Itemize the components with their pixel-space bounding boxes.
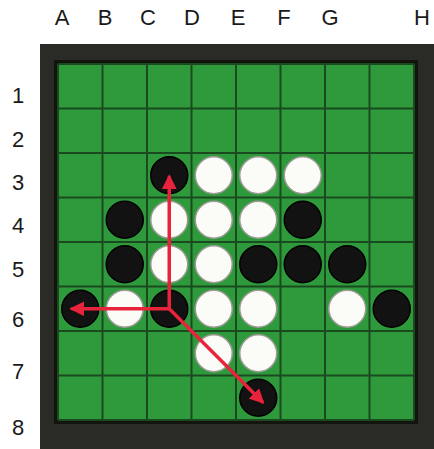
white-disc bbox=[195, 157, 232, 194]
grid-line bbox=[58, 63, 414, 65]
grid-line bbox=[58, 108, 414, 110]
white-disc bbox=[195, 290, 232, 327]
black-disc bbox=[373, 290, 410, 327]
row-label: 5 bbox=[12, 259, 24, 281]
flip-arrow bbox=[168, 177, 172, 309]
board-frame bbox=[40, 44, 434, 449]
row-label: 7 bbox=[12, 361, 24, 383]
white-disc bbox=[284, 157, 321, 194]
column-label: G bbox=[321, 7, 338, 29]
black-disc bbox=[106, 246, 143, 283]
grid-line bbox=[58, 419, 414, 421]
row-label: 2 bbox=[12, 129, 24, 151]
column-label: C bbox=[140, 7, 156, 29]
grid-line bbox=[58, 286, 414, 288]
white-disc bbox=[240, 290, 277, 327]
row-label: 3 bbox=[12, 172, 24, 194]
board-inner-edge bbox=[54, 60, 418, 424]
row-label: 8 bbox=[12, 417, 24, 439]
white-disc bbox=[195, 201, 232, 238]
board-surface bbox=[58, 64, 414, 420]
black-disc bbox=[106, 201, 143, 238]
white-disc bbox=[240, 335, 277, 372]
column-label: E bbox=[231, 7, 246, 29]
grid-line bbox=[58, 330, 414, 332]
white-disc bbox=[195, 246, 232, 283]
flip-arrow bbox=[169, 309, 262, 402]
grid-line bbox=[58, 197, 414, 199]
row-label: 4 bbox=[12, 215, 24, 237]
column-label: B bbox=[98, 7, 113, 29]
row-label: 6 bbox=[12, 309, 24, 331]
column-label: A bbox=[55, 7, 70, 29]
black-disc bbox=[284, 246, 321, 283]
grid-line bbox=[58, 152, 414, 154]
white-disc bbox=[240, 201, 277, 238]
black-disc bbox=[240, 246, 277, 283]
black-disc bbox=[284, 201, 321, 238]
column-label: D bbox=[184, 7, 200, 29]
column-label: F bbox=[277, 7, 290, 29]
flip-arrow bbox=[72, 307, 169, 311]
column-label: H bbox=[414, 7, 430, 29]
grid-line bbox=[58, 241, 414, 243]
white-disc bbox=[329, 290, 366, 327]
white-disc bbox=[240, 157, 277, 194]
row-label: 1 bbox=[12, 85, 24, 107]
black-disc bbox=[329, 246, 366, 283]
